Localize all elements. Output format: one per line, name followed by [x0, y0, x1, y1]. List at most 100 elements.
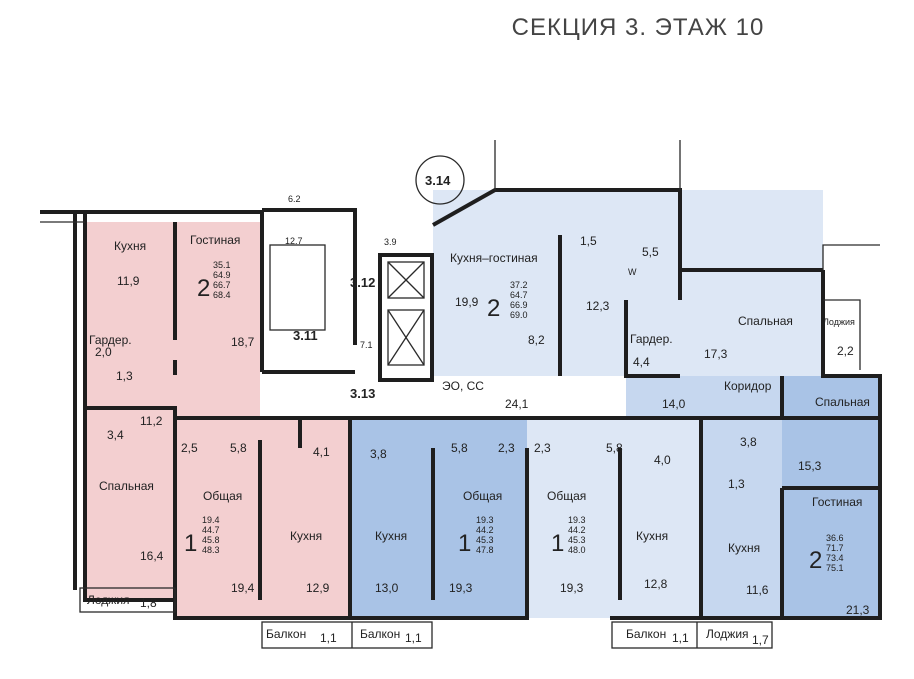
washer-mark: W — [628, 267, 637, 277]
room-hall2-area: 8,2 — [528, 333, 545, 347]
room-bedroom-area: 16,4 — [140, 549, 164, 563]
room-bath2-area: 5,5 — [642, 245, 659, 259]
room-hall1-area: 2,5 — [181, 441, 198, 455]
title-text: СЕКЦИЯ 3. ЭТАЖ 10 — [511, 14, 765, 41]
room-kitchen-area: 11,9 — [117, 274, 140, 288]
area-4: 68.4 — [213, 290, 231, 300]
wall-blue2 — [610, 376, 880, 620]
area-1: 36.6 — [826, 533, 844, 543]
elevator-2-x2 — [387, 309, 425, 366]
room-loggia-area: 1,7 — [752, 633, 769, 647]
room-loggia-area: 2,2 — [837, 344, 854, 358]
room-closet: Гардер. — [630, 332, 673, 346]
balcony-label: Балкон — [626, 627, 666, 641]
room-bath1-area: 1,5 — [580, 234, 597, 248]
area-2: 64.9 — [213, 270, 231, 280]
area-3: 45.3 — [568, 535, 586, 545]
label-314: 3.14 — [425, 173, 451, 188]
area-3: 45.3 — [476, 535, 494, 545]
apartment-pink-2[interactable]: Кухня 11,9 Гостиная 2 35.1 64.9 66.7 68.… — [87, 233, 255, 610]
room-hall2-area: 2,3 — [498, 441, 515, 455]
rooms-count: 1 — [551, 530, 564, 557]
balcony-area: 1,1 — [672, 631, 689, 645]
label-313: 3.13 — [350, 386, 375, 401]
room-loggia: Лоджия — [823, 317, 855, 327]
room-common-area: 19,4 — [231, 581, 255, 595]
apartment-lightblue-2[interactable]: Кухня–гостиная 19,9 2 37.2 64.7 66.9 69.… — [450, 234, 855, 369]
fill-pink-2-lower — [85, 408, 175, 600]
room-closet-area: 2,0 — [95, 345, 112, 359]
room-kitchen-living-area: 19,9 — [455, 295, 479, 309]
room-wc-area: 3,4 — [107, 428, 124, 442]
apartment-pink-1[interactable]: 2,5 5,8 4,1 Общая 1 19.4 44.7 45.8 48.3 … — [181, 441, 337, 645]
area-2: 44.2 — [568, 525, 586, 535]
room-bath-area: 3,8 — [370, 447, 387, 461]
rooms-count: 2 — [809, 547, 822, 574]
room-kitchen: Кухня — [114, 239, 146, 253]
room-common: Общая — [203, 489, 242, 503]
room-bedroom-area: 15,3 — [798, 459, 822, 473]
balcony-label: Балкон — [266, 627, 306, 641]
room-kitchen: Кухня — [375, 529, 407, 543]
area-1: 35.1 — [213, 260, 231, 270]
room-bath-area: 4,0 — [654, 453, 671, 467]
fill-pink-1 — [175, 418, 350, 618]
room-hall1-area: 5,8 — [451, 441, 468, 455]
area-2: 64.7 — [510, 290, 528, 300]
room-bath2-area: 1,3 — [728, 477, 745, 491]
apartment-blue-1a[interactable]: 3,8 5,8 2,3 Кухня 13,0 Общая 1 19.3 44.2… — [360, 441, 515, 645]
elevator-1 — [387, 261, 425, 299]
room-common: Общая — [547, 489, 586, 503]
room-bath1-area: 3,8 — [740, 435, 757, 449]
room-bedroom: Спальная — [815, 395, 870, 409]
room-bedroom: Спальная — [738, 314, 793, 328]
area-39: 3.9 — [384, 237, 397, 247]
eo-cc: ЭО, СС — [442, 379, 484, 393]
room-bedroom-area: 17,3 — [704, 347, 728, 361]
fill-blue-1a — [352, 418, 527, 618]
area-2: 71.7 — [826, 543, 844, 553]
room-hall2-area: 5,8 — [230, 441, 247, 455]
loggia-left — [79, 587, 176, 613]
room-kitchen-area: 13,0 — [375, 581, 399, 595]
room-bedroom: Спальная — [99, 479, 154, 493]
room-living: Гостиная — [812, 495, 862, 509]
walls — [40, 140, 882, 649]
rooms-count: 1 — [458, 530, 471, 557]
room-loggia: Лоджия — [706, 627, 749, 641]
wall-facade — [40, 210, 85, 590]
rooms-count: 2 — [487, 295, 500, 322]
room-kitchen-area: 11,6 — [746, 583, 769, 597]
plan-title: СЕКЦИЯ 3. ЭТАЖ 10 — [0, 14, 914, 42]
room-hall1-area: 2,3 — [534, 441, 551, 455]
area-4: 75.1 — [826, 563, 844, 573]
area-1: 37.2 — [510, 280, 528, 290]
room-kitchen-area: 12,8 — [644, 577, 668, 591]
area-2: 44.7 — [202, 525, 220, 535]
apartment-fills — [85, 190, 880, 618]
room-hall-area: 12,3 — [586, 299, 610, 313]
balcony-left — [261, 621, 433, 649]
rooms-count: 1 — [184, 530, 197, 557]
loggia-right — [823, 299, 861, 370]
room-living: Гостиная — [190, 233, 240, 247]
apartment-blue-2[interactable]: Коридор 14,0 Спальная 15,3 3,8 1,3 Кухня… — [662, 379, 870, 647]
label-311: 3.11 — [293, 328, 318, 343]
room-common-area: 19,3 — [560, 581, 584, 595]
area-62: 6.2 — [288, 194, 301, 204]
area-127: 12.7 — [285, 236, 303, 246]
area-4: 69.0 — [510, 310, 528, 320]
wall-upper-right — [494, 140, 880, 270]
balcony-area: 1,1 — [405, 631, 422, 645]
area-4: 48.3 — [202, 545, 220, 555]
area-1: 19.4 — [202, 515, 220, 525]
apartment-blue-1b[interactable]: 2,3 5,8 4,0 Общая 1 19.3 44.2 45.3 48.0 … — [534, 441, 689, 645]
area-71: 7.1 — [360, 340, 373, 350]
rooms-count: 2 — [197, 275, 210, 302]
area-4: 48.0 — [568, 545, 586, 555]
wall-stair — [262, 208, 357, 374]
area-2: 44.2 — [476, 525, 494, 535]
fill-blue-1b — [527, 418, 701, 618]
room-corridor-area: 14,0 — [662, 397, 686, 411]
